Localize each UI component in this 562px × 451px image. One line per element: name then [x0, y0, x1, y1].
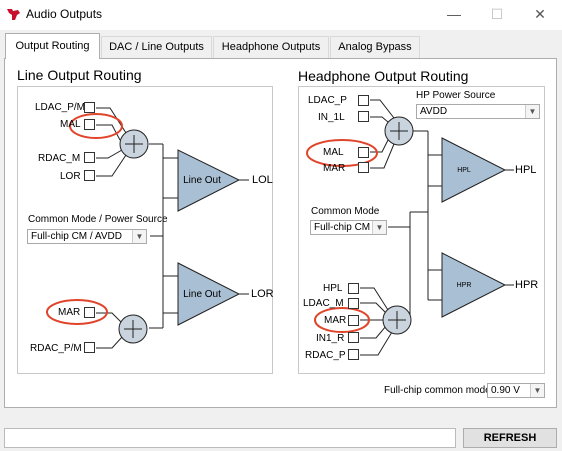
hp-common-mode-select[interactable]: Full-chip CM ▼ — [310, 220, 387, 235]
line-summer-top — [119, 129, 149, 159]
line-common-mode-label: Common Mode / Power Source — [28, 214, 168, 225]
line-out-amp-bottom-label: Line Out — [183, 289, 221, 300]
line-input-rdacpm-label: RDAC_P/M — [30, 343, 82, 354]
line-common-mode-select[interactable]: Full-chip CM / AVDD ▼ — [27, 229, 147, 244]
fullchip-cm-select[interactable]: 0.90 V ▼ — [487, 383, 545, 398]
hpl-amp — [441, 137, 507, 203]
headphone-output-title: Headphone Output Routing — [298, 68, 469, 84]
hp-power-source-value: AVDD — [420, 106, 448, 117]
line-input-ldac-checkbox[interactable] — [84, 102, 95, 113]
ti-logo-icon — [7, 9, 20, 20]
line-input-rdacm-checkbox[interactable] — [84, 152, 95, 163]
hpl-amp-label: HPL — [457, 167, 471, 174]
hp-common-mode-value: Full-chip CM — [314, 222, 371, 233]
line-input-lor-label: LOR — [60, 171, 81, 182]
tab-output-routing[interactable]: Output Routing — [5, 33, 100, 59]
line-out-amp-top — [177, 149, 241, 212]
line-input-mal-checkbox[interactable] — [84, 119, 95, 130]
hp-input-ldacm-label: LDAC_M — [303, 298, 344, 309]
hp-mar-highlight — [314, 307, 370, 333]
hp-input-rdacp-label: RDAC_P — [305, 350, 346, 361]
line-out-amp-bottom — [177, 262, 241, 326]
hp-input-mar2-label: MAR — [324, 315, 347, 326]
line-output-lor-label: LOR — [251, 288, 274, 300]
line-common-mode-value: Full-chip CM / AVDD — [31, 231, 122, 242]
line-summer-bottom — [118, 314, 148, 344]
hp-input-ldacm-checkbox[interactable] — [348, 298, 359, 309]
chevron-down-icon: ▼ — [525, 105, 539, 118]
hp-input-mal-checkbox[interactable] — [358, 147, 369, 158]
title-bar: Audio Outputs — ☐ ✕ — [0, 0, 562, 30]
mal-highlight — [69, 113, 123, 139]
tab-analog-bypass[interactable]: Analog Bypass — [330, 36, 420, 58]
mar-highlight — [46, 299, 108, 325]
window-title: Audio Outputs — [26, 7, 103, 21]
hp-input-in1l-checkbox[interactable] — [358, 111, 369, 122]
close-button[interactable]: ✕ — [534, 6, 546, 22]
hp-summer-top — [384, 116, 414, 146]
chevron-down-icon: ▼ — [530, 384, 544, 397]
hp-input-rdacp-checkbox[interactable] — [348, 349, 359, 360]
tab-headphone-outputs[interactable]: Headphone Outputs — [213, 36, 329, 58]
hpr-amp — [441, 252, 507, 318]
chevron-down-icon: ▼ — [132, 230, 146, 243]
hp-input-hpl-checkbox[interactable] — [348, 283, 359, 294]
hp-input-mal-label: MAL — [323, 147, 344, 158]
chevron-down-icon: ▼ — [372, 221, 386, 234]
hp-input-mar-label: MAR — [323, 163, 346, 174]
hp-output-hpr-label: HPR — [515, 279, 539, 291]
minimize-button[interactable]: — — [447, 6, 461, 22]
hp-power-source-label: HP Power Source — [416, 90, 496, 101]
line-input-ldac-label: LDAC_P/M — [35, 102, 86, 113]
line-input-rdacpm-checkbox[interactable] — [84, 342, 95, 353]
hp-input-ldacp-checkbox[interactable] — [358, 95, 369, 106]
hp-input-in1l-label: IN_1L — [318, 112, 345, 123]
hp-input-mar2-checkbox[interactable] — [348, 315, 359, 326]
line-input-mar-label: MAR — [58, 307, 81, 318]
status-input[interactable] — [4, 428, 456, 448]
hpr-amp-label: HPR — [456, 282, 472, 289]
fullchip-cm-label: Full-chip common mode: — [384, 385, 494, 396]
line-input-rdacm-label: RDAC_M — [38, 153, 81, 164]
hp-summer-bottom — [382, 305, 412, 335]
line-output-lol-label: LOL — [252, 174, 273, 186]
hp-input-in1r-checkbox[interactable] — [348, 332, 359, 343]
hp-input-mar-checkbox[interactable] — [358, 162, 369, 173]
hp-common-mode-label: Common Mode — [311, 206, 380, 217]
hp-input-in1r-label: IN1_R — [316, 333, 345, 344]
line-output-title: Line Output Routing — [17, 67, 142, 83]
line-input-lor-checkbox[interactable] — [84, 170, 95, 181]
hp-output-hpl-label: HPL — [515, 164, 537, 176]
hp-mal-highlight — [306, 139, 378, 167]
maximize-button[interactable]: ☐ — [490, 6, 504, 22]
fullchip-cm-value: 0.90 V — [491, 385, 520, 396]
line-input-mal-label: MAL — [60, 119, 81, 130]
hp-input-ldacp-label: LDAC_P — [308, 95, 347, 106]
hp-power-source-select[interactable]: AVDD ▼ — [416, 104, 540, 119]
tab-dac-line-outputs[interactable]: DAC / Line Outputs — [101, 36, 212, 58]
line-input-mar-checkbox[interactable] — [84, 307, 95, 318]
hp-input-hpl-label: HPL — [323, 283, 343, 294]
line-out-amp-top-label: Line Out — [183, 175, 221, 186]
refresh-button[interactable]: REFRESH — [463, 428, 557, 448]
